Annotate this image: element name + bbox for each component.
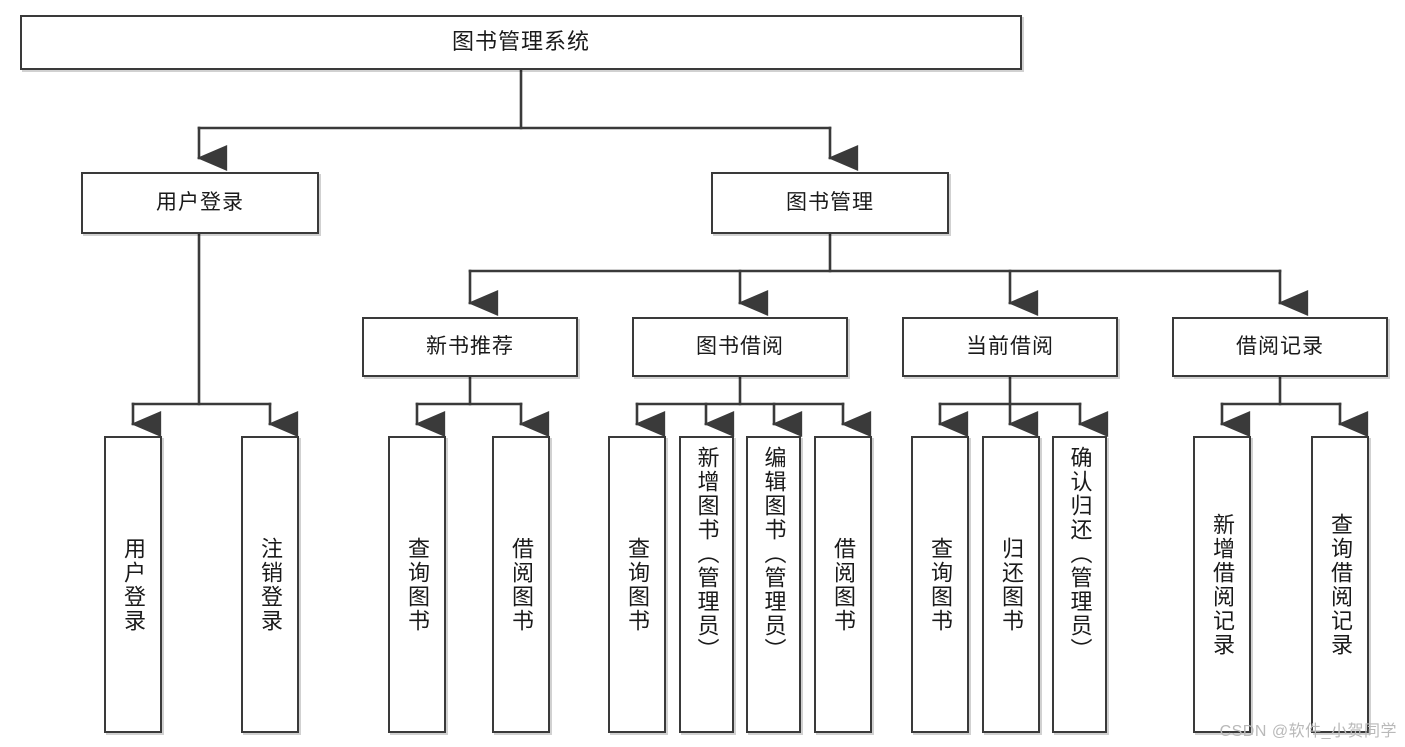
leaf-current-confirm-return-admin[interactable]: 确认归还（管理员）: [1052, 436, 1107, 733]
node-label: 图书管理: [786, 191, 874, 215]
node-current-borrow[interactable]: 当前借阅: [902, 317, 1118, 377]
node-label: 借阅图书: [508, 536, 534, 633]
node-label: 编辑图书（管理员）: [761, 446, 787, 662]
node-label: 查询借阅记录: [1327, 512, 1353, 657]
leaf-borrow-add-book-admin[interactable]: 新增图书（管理员）: [679, 436, 734, 733]
node-label: 借阅记录: [1236, 335, 1324, 359]
node-label: 新书推荐: [426, 335, 514, 359]
node-label: 新增图书（管理员）: [694, 446, 720, 662]
node-label: 当前借阅: [966, 335, 1054, 359]
leaf-borrow-query-book[interactable]: 查询图书: [608, 436, 666, 733]
node-label: 用户登录: [156, 191, 244, 215]
leaf-current-query-book[interactable]: 查询图书: [911, 436, 969, 733]
node-user-login[interactable]: 用户登录: [81, 172, 319, 234]
watermark-label: CSDN @软件_小贺同学: [1219, 723, 1397, 740]
node-label: 用户登录: [120, 536, 146, 633]
leaf-user-login-signin[interactable]: 用户登录: [104, 436, 162, 733]
node-label: 新增借阅记录: [1209, 512, 1235, 657]
leaf-current-return-book[interactable]: 归还图书: [982, 436, 1040, 733]
leaf-borrow-borrow-book[interactable]: 借阅图书: [814, 436, 872, 733]
node-label: 查询图书: [624, 536, 650, 633]
node-label: 查询图书: [404, 536, 430, 633]
node-label: 图书借阅: [696, 335, 784, 359]
node-new-book-recommend[interactable]: 新书推荐: [362, 317, 578, 377]
leaf-records-query-record[interactable]: 查询借阅记录: [1311, 436, 1369, 733]
node-label: 查询图书: [927, 536, 953, 633]
node-label: 归还图书: [998, 536, 1024, 633]
node-book-management[interactable]: 图书管理: [711, 172, 949, 234]
leaf-recommend-borrow-book[interactable]: 借阅图书: [492, 436, 550, 733]
node-label: 图书管理系统: [451, 29, 590, 55]
node-label: 注销登录: [257, 536, 283, 633]
leaf-user-login-signout[interactable]: 注销登录: [241, 436, 299, 733]
node-book-borrow[interactable]: 图书借阅: [632, 317, 848, 377]
node-label: 借阅图书: [830, 536, 856, 633]
node-root-system[interactable]: 图书管理系统: [20, 15, 1022, 70]
leaf-recommend-query-book[interactable]: 查询图书: [388, 436, 446, 733]
leaf-records-add-record[interactable]: 新增借阅记录: [1193, 436, 1251, 733]
node-borrow-records[interactable]: 借阅记录: [1172, 317, 1388, 377]
leaf-borrow-edit-book-admin[interactable]: 编辑图书（管理员）: [746, 436, 801, 733]
node-label: 确认归还（管理员）: [1067, 446, 1093, 662]
